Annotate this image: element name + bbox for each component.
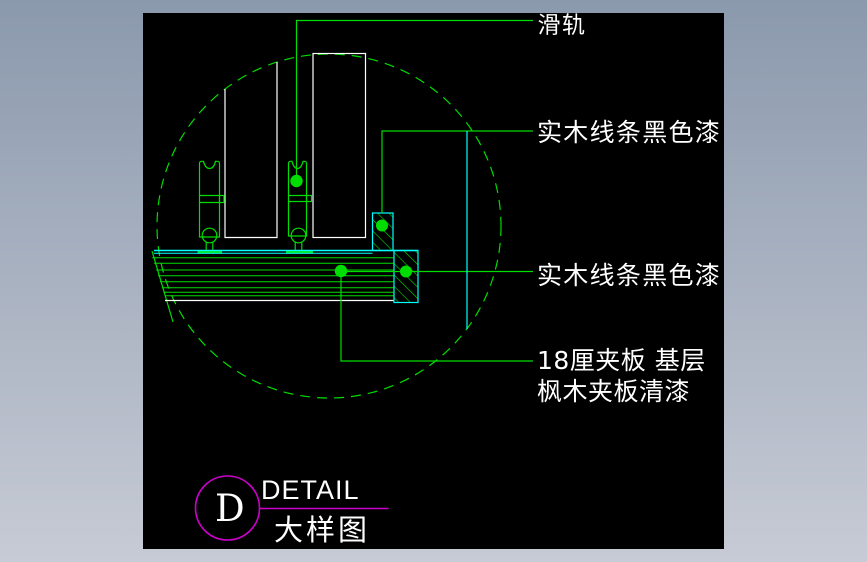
label-plywood-line2: 枫木夹板清漆 — [537, 377, 690, 406]
title-block: D DETAIL 大样图 — [194, 475, 389, 547]
label-plywood-line1: 18厘夹板 基层 — [537, 346, 706, 375]
title-bubble-letter: D — [215, 487, 245, 530]
left-roller-base-plate — [197, 250, 222, 254]
left-roller-wheel — [201, 227, 218, 244]
leader-trim-upper — [381, 130, 533, 213]
label-trim-black-2: 实木线条黑色漆 — [537, 261, 721, 290]
leader-dot-plywood — [334, 264, 348, 278]
center-roller-assembly — [286, 160, 313, 254]
plywood-band — [151, 249, 418, 323]
wood-trim-upper-hatch — [371, 212, 394, 252]
left-door-panel — [224, 62, 278, 239]
detail-drawing: 滑轨 实木线条黑色漆 实木线条黑色漆 18厘夹板 基层 枫木夹板清漆 D DET… — [151, 13, 721, 547]
leader-slide-rail — [295, 19, 533, 175]
title-en: DETAIL — [261, 475, 360, 505]
center-roller-base-plate — [286, 250, 313, 254]
break-line — [151, 250, 174, 323]
leader-dot-trim-lower — [400, 265, 412, 278]
cad-drawing-canvas: 滑轨 实木线条黑色漆 实木线条黑色漆 18厘夹板 基层 枫木夹板清漆 D DET… — [143, 13, 724, 549]
right-door-panel — [312, 52, 367, 239]
label-trim-black-1: 实木线条黑色漆 — [537, 118, 721, 147]
leader-plywood — [340, 271, 533, 362]
detail-boundary-dashed-circle — [156, 53, 502, 399]
title-zh: 大样图 — [274, 513, 370, 547]
left-roller-assembly — [197, 160, 225, 254]
leader-dot-trim-upper — [376, 219, 388, 232]
plywood-lamination-lines — [152, 257, 394, 297]
center-roller-wheel — [290, 227, 307, 244]
leader-dot-slide-rail — [290, 174, 303, 188]
label-slide-rail: 滑轨 — [538, 13, 587, 39]
